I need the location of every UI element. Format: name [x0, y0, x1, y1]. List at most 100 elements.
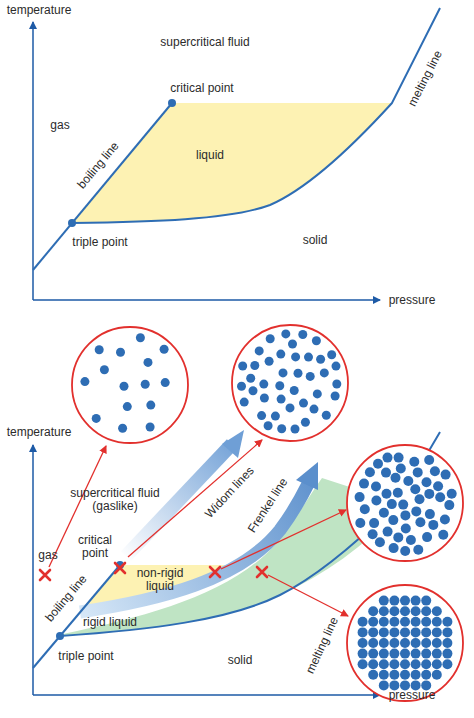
particle — [379, 680, 389, 690]
particle — [441, 470, 451, 480]
particle — [277, 395, 286, 404]
particle — [435, 492, 445, 502]
particle — [442, 649, 452, 659]
pointer-arrow — [221, 510, 346, 569]
region-label: solid — [228, 654, 253, 667]
particle — [368, 649, 378, 659]
liquid-particles-circle — [347, 445, 463, 561]
particle — [393, 488, 403, 498]
particle — [379, 649, 389, 659]
particle — [411, 596, 421, 606]
particle — [358, 617, 368, 627]
particle — [389, 627, 399, 637]
particle — [379, 638, 389, 648]
particle — [422, 477, 432, 487]
region-label: rigid liquid — [83, 616, 137, 629]
particle — [379, 508, 389, 518]
particle — [310, 405, 319, 414]
particle — [400, 649, 410, 659]
particle — [383, 453, 393, 463]
particle — [92, 414, 101, 423]
particle — [379, 670, 389, 680]
particle — [411, 506, 421, 516]
particle — [421, 638, 431, 648]
particle — [421, 617, 431, 627]
particle — [389, 649, 399, 659]
region-label: gas — [38, 549, 57, 562]
particle — [281, 329, 290, 338]
particle — [277, 424, 286, 433]
particle — [358, 659, 368, 669]
particle — [415, 517, 425, 527]
particle — [136, 333, 145, 342]
particle — [411, 659, 421, 669]
particle — [286, 403, 295, 412]
particle — [291, 352, 300, 361]
particle — [291, 425, 300, 434]
particle — [413, 545, 423, 555]
particle — [368, 670, 378, 680]
axis-label: temperature — [7, 426, 72, 439]
particle — [432, 627, 442, 637]
particle — [365, 467, 375, 477]
particle — [411, 627, 421, 637]
particle — [444, 500, 454, 510]
particle — [400, 659, 410, 669]
particle — [271, 412, 280, 421]
top-phase-diagram — [33, 8, 440, 300]
particle — [358, 649, 368, 659]
particle — [388, 515, 398, 525]
particle — [425, 509, 435, 519]
particle — [369, 518, 379, 528]
particle — [304, 353, 313, 362]
particle — [389, 543, 399, 553]
critical-point-dot — [168, 99, 176, 107]
particle — [312, 336, 321, 345]
particle — [440, 515, 450, 525]
particle — [381, 468, 391, 478]
particle — [355, 518, 365, 528]
particle — [320, 368, 329, 377]
particle — [322, 411, 331, 420]
particle — [80, 377, 89, 386]
particle — [421, 596, 431, 606]
particle — [294, 369, 303, 378]
particle — [400, 596, 410, 606]
bottom-phase-diagram — [33, 325, 463, 701]
particle — [237, 382, 246, 391]
point-label: triple point — [58, 650, 113, 663]
widom-arrow-head — [222, 430, 244, 458]
particle — [250, 361, 259, 370]
particle — [447, 489, 457, 499]
particle — [266, 334, 275, 343]
particle — [432, 617, 442, 627]
particle — [100, 365, 109, 374]
particle — [400, 617, 410, 627]
particle — [95, 345, 104, 354]
particle — [430, 466, 440, 476]
particle — [313, 389, 322, 398]
particle — [146, 423, 155, 432]
particle — [120, 382, 129, 391]
particle — [264, 421, 273, 430]
particle — [400, 546, 410, 556]
particle — [360, 504, 370, 514]
particle — [379, 596, 389, 606]
particle — [413, 467, 423, 477]
particle — [379, 627, 389, 637]
particle — [368, 529, 378, 539]
axis-label: pressure — [389, 294, 436, 307]
point-label: triple point — [72, 236, 127, 249]
particle — [373, 459, 383, 469]
particle — [394, 453, 404, 463]
particle — [432, 670, 442, 680]
particle — [255, 346, 264, 355]
particle — [371, 496, 381, 506]
particle — [382, 489, 392, 499]
particle — [368, 627, 378, 637]
particle — [144, 358, 153, 367]
temperature-axis — [32, 445, 34, 695]
region-label: supercritical fluid — [160, 36, 249, 49]
